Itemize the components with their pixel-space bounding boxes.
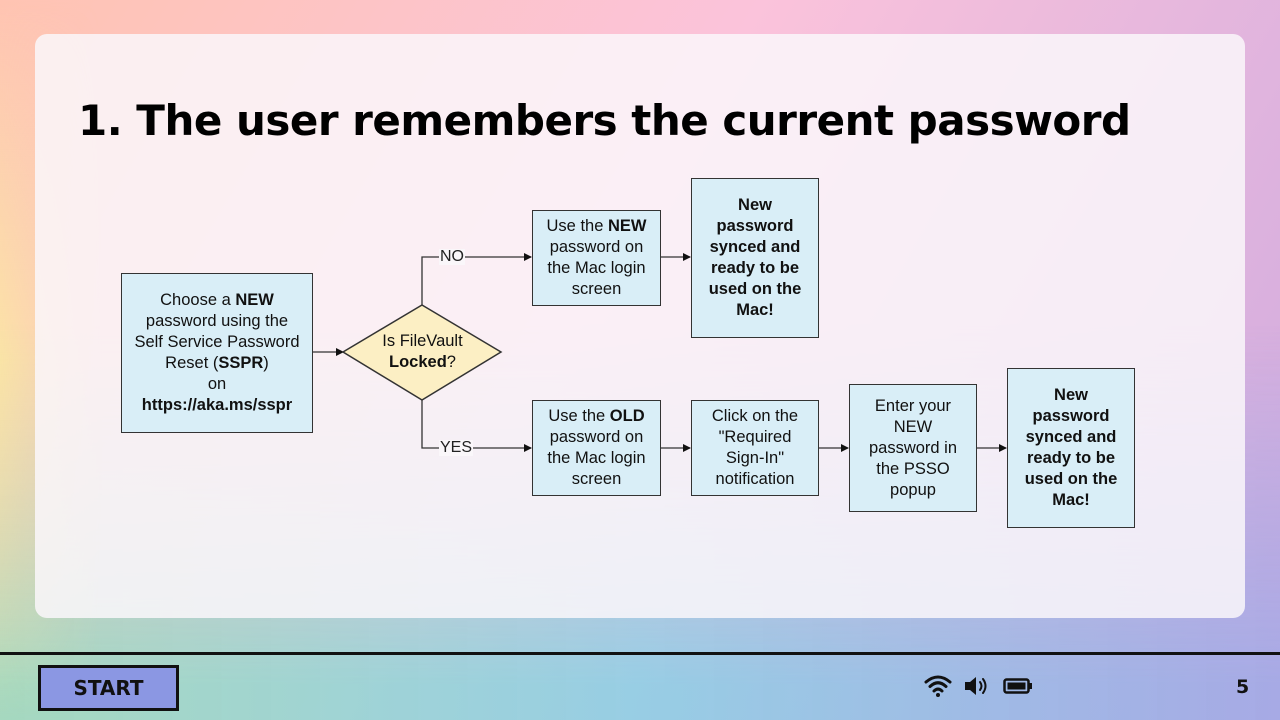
page-number: 5 [1236,676,1250,698]
start-step-emphasis: NEW [235,291,274,309]
step-text: NEW [893,417,933,436]
battery-icon[interactable] [1003,674,1033,698]
step-text: "Required [718,428,792,446]
step-text: Use the [548,407,610,425]
result-text: Mac! [1052,491,1090,509]
decision-emphasis: Locked [389,353,447,371]
start-step-text: password using the [145,312,289,330]
result-text: ready to be [710,259,800,277]
start-step-text: ) [263,354,269,372]
step-text: Click on the [711,407,799,425]
step-text: the Mac login [547,259,646,277]
taskbar [0,652,1280,720]
slide-title: 1. The user remembers the current passwo… [78,96,1131,145]
decision-text: ? [446,353,456,371]
start-step-text: Choose a [160,291,236,309]
no-branch-label: NO [439,248,465,265]
step-text: password in [868,438,958,457]
result-text: Mac! [736,301,774,319]
result-text: New [1054,386,1088,404]
step-text: Sign-In" [725,449,785,467]
step-text: password on [549,428,644,446]
speaker-icon[interactable] [963,674,991,698]
decision-label: Is FileVault Locked? [355,331,490,373]
start-step-text: Reset ( [165,354,219,372]
start-step-box: Choose a NEW password using the Self Ser… [121,273,313,433]
start-step-text: Self Service Password [134,333,300,351]
arrow-yes-branch [421,400,532,452]
sspr-url: https://aka.ms/sspr [141,396,293,414]
arrow-no-branch [421,253,532,305]
wifi-icon[interactable] [924,674,952,698]
no-result-box: New password synced and ready to be used… [691,178,819,338]
step-text: Enter your [874,396,952,415]
step-text: the PSSO [876,459,950,478]
result-text: ready to be [1026,449,1116,467]
step-text: screen [571,470,622,488]
step-text: password on [549,238,644,256]
result-text: synced and [1025,428,1117,446]
start-step-text: on [207,375,227,393]
yes-result-box: New password synced and ready to be used… [1007,368,1135,528]
start-button[interactable]: START [38,665,179,711]
step-text: Use the [546,217,608,235]
result-text: used on the [1024,470,1118,488]
yes-step-click-notification-box: Click on the "Required Sign-In" notifica… [691,400,819,496]
step-text: popup [890,480,936,499]
yes-branch-label: YES [439,439,474,456]
yes-step-enter-psso-box: Enter your NEW password in the PSSO popu… [849,384,977,512]
step-text: screen [571,280,622,298]
yes-step-use-old-password-box: Use the OLD password on the Mac login sc… [532,400,661,496]
step-emphasis: OLD [609,407,645,425]
result-text: synced and [709,238,801,256]
step-text: notification [715,470,795,488]
result-text: used on the [708,280,802,298]
result-text: password [1032,407,1110,425]
step-emphasis: NEW [607,217,647,235]
result-text: password [716,217,794,235]
result-text: New [738,196,772,214]
decision-text: Is FileVault [382,332,463,350]
step-text: the Mac login [547,449,646,467]
start-step-emphasis: SSPR [218,354,264,372]
no-step-use-new-password-box: Use the NEW password on the Mac login sc… [532,210,661,306]
